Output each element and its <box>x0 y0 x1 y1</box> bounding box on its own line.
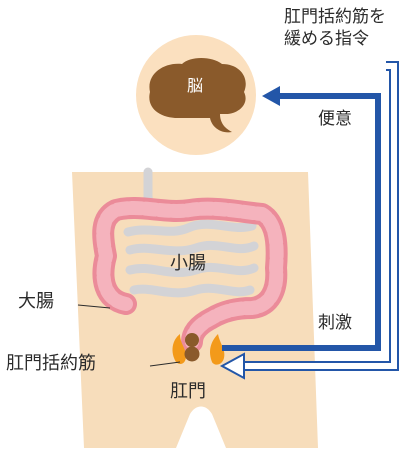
instruction-label-line1: 肛門括約筋を <box>284 7 386 27</box>
stool <box>184 333 200 362</box>
anus-label: 肛門 <box>170 381 206 402</box>
small-intestine-label: 小腸 <box>170 253 206 274</box>
relax-command-arrowhead <box>219 352 245 380</box>
brain-icon <box>149 58 246 133</box>
stimulus-arrowhead <box>262 86 280 106</box>
large-intestine-leader <box>77 304 111 309</box>
large-intestine-label: 大腸 <box>18 291 54 312</box>
anal-sphincter-label: 肛門括約筋 <box>6 353 96 374</box>
relax-command-arrow-fill <box>240 63 397 369</box>
large-intestine-inner <box>96 201 284 349</box>
sphincter-leader <box>149 361 181 367</box>
stimulus-signal-arrow <box>222 93 381 351</box>
torso <box>72 172 318 448</box>
sphincter-muscle <box>172 334 225 365</box>
brain-label: 脳 <box>187 76 204 95</box>
stimulus-label: 刺激 <box>318 313 352 333</box>
instruction-label-line2: 緩める指令 <box>284 29 369 49</box>
defecation-urge-label: 便意 <box>318 109 352 129</box>
